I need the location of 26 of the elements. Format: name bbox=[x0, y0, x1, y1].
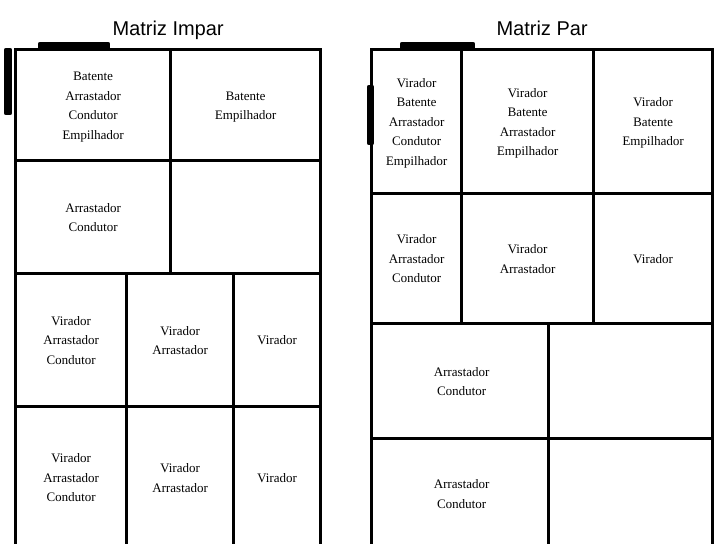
grid-cell bbox=[463, 195, 595, 325]
cell-label: Virador bbox=[257, 468, 297, 487]
cell-label: Arrastador Condutor bbox=[65, 198, 121, 236]
grid-cell bbox=[373, 51, 463, 195]
matrix-title: Matriz Impar bbox=[111, 18, 225, 41]
grid-cell bbox=[463, 51, 595, 195]
cell-label: Virador Batente Arrastador Condutor Empilhador bbox=[386, 74, 448, 170]
cell-label: Arrastador Condutor bbox=[434, 475, 490, 512]
cell-label: Virador Arrastador Condutor bbox=[43, 312, 99, 369]
cell-label: Batente Empilhador bbox=[214, 86, 276, 124]
grid-cell bbox=[128, 275, 235, 408]
cell-label: Virador Arrastador Condutor bbox=[388, 230, 444, 288]
cell-label: Virador bbox=[257, 331, 297, 350]
cell-label: Virador Arrastador bbox=[500, 240, 556, 278]
grid-cell bbox=[373, 195, 463, 325]
cell-label: Arrastador Condutor bbox=[434, 362, 490, 400]
grid-cell bbox=[17, 275, 128, 408]
cell-label: Virador bbox=[633, 250, 673, 268]
matrix-title: Matriz Par bbox=[495, 18, 589, 41]
cell-label: Virador Arrastador bbox=[152, 459, 208, 496]
cell-label: Virador Batente Arrastador Empilhador bbox=[496, 84, 558, 160]
cell-label: Virador Arrastador Condutor bbox=[43, 449, 99, 506]
grid-cell bbox=[17, 51, 172, 162]
cell-label: Virador Batente Empilhador bbox=[622, 93, 684, 150]
cell-label: Virador Arrastador bbox=[152, 322, 208, 359]
cell-label: Batente Arrastador Condutor Empilhador bbox=[62, 67, 124, 144]
